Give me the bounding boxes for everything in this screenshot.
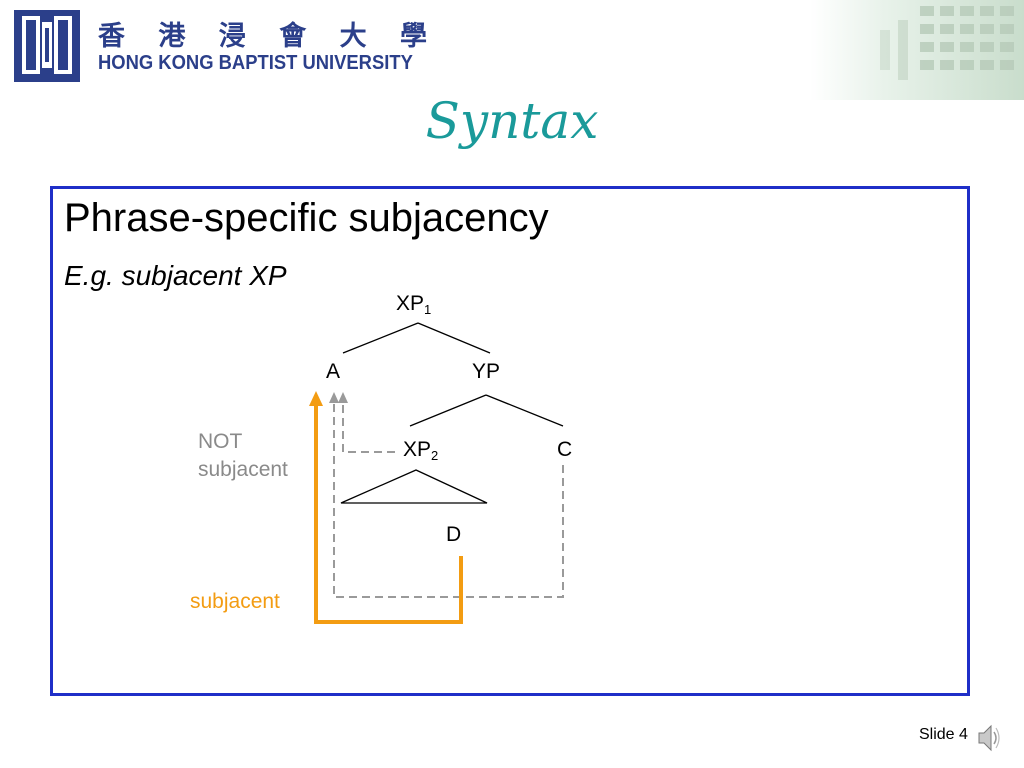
branch-root-yp [417, 322, 491, 354]
subjacent-path [314, 404, 463, 624]
node-xp1: XP1 [396, 292, 432, 317]
content-frame [50, 186, 970, 696]
slide-subheading: E.g. subjacent XP [64, 260, 287, 291]
branch-yp-xp2 [409, 394, 487, 427]
university-logo-icon [14, 10, 80, 82]
subjacent-arrowhead [309, 391, 323, 406]
slide-title: Syntax [425, 92, 599, 150]
not-subjacent-label-line1: NOT [198, 430, 243, 453]
node-d: D [446, 523, 462, 546]
university-name-english: HONG KONG BAPTIST UNIVERSITY [98, 52, 413, 74]
not-subjacent-arrowhead-outer [329, 392, 339, 403]
node-yp: YP [472, 360, 501, 383]
not-subjacent-path-c [333, 400, 564, 598]
xp2-triangle [340, 469, 488, 504]
subjacent-label: subjacent [190, 590, 280, 613]
not-subjacent-label: NOT subjacent [198, 428, 288, 484]
speaker-icon[interactable] [976, 720, 1000, 756]
slide-number: Slide 4 [919, 726, 968, 743]
node-a: A [326, 360, 341, 383]
branch-root-a [342, 322, 419, 354]
not-subjacent-path-xp2 [342, 400, 395, 453]
branch-yp-c [485, 394, 564, 427]
not-subjacent-arrowhead-inner [338, 392, 348, 403]
not-subjacent-label-line2: subjacent [198, 458, 288, 481]
node-xp2: XP2 [403, 438, 439, 463]
node-c: C [557, 438, 573, 461]
slide-heading: Phrase-specific subjacency [64, 196, 549, 240]
campus-building-image [810, 0, 1024, 100]
university-name-chinese: 香 港 浸 會 大 學 [98, 21, 439, 52]
